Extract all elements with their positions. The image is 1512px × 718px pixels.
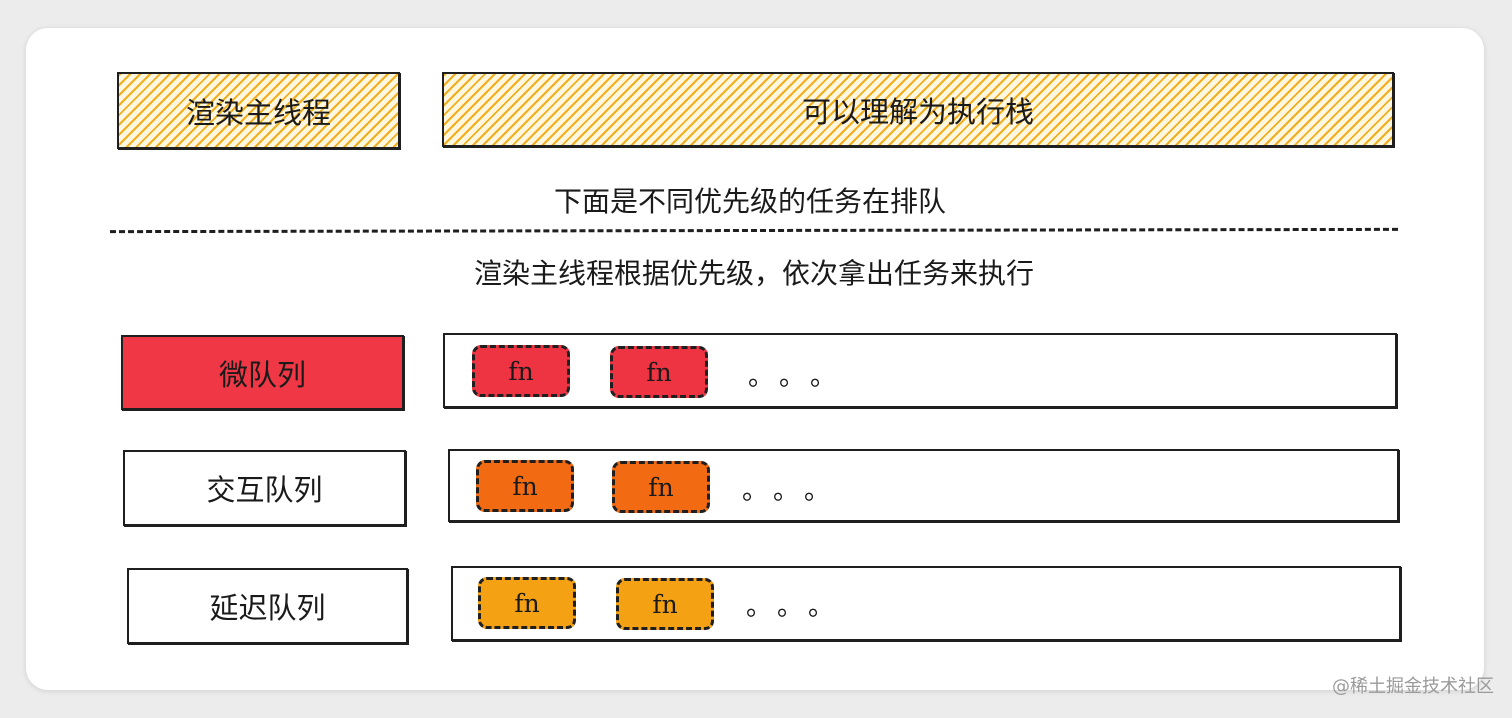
execution-caption: 渲染主线程根据优先级，依次拿出任务来执行: [473, 257, 1034, 290]
task-label: fn: [648, 472, 674, 502]
queue-caption: 下面是不同优先级的任务在排队: [553, 185, 946, 218]
micro-queue-label-box: 微队列: [121, 335, 404, 410]
render-main-thread-label: 渲染主线程: [185, 95, 331, 130]
task-label: fn: [508, 356, 534, 386]
execution-stack-box: 可以理解为执行栈: [442, 72, 1394, 147]
micro-queue-more: 。。。: [748, 362, 855, 392]
delay-queue-lane: [451, 566, 1401, 641]
delay-queue-label: 延迟队列: [209, 591, 326, 625]
delay-queue-task-1: fn: [478, 577, 576, 629]
interaction-queue-more: 。。。: [742, 476, 849, 506]
task-label: fn: [652, 589, 678, 619]
render-main-thread-box: 渲染主线程: [117, 72, 400, 149]
interaction-queue-label-box: 交互队列: [123, 450, 406, 526]
delay-queue-label-box: 延迟队列: [127, 568, 408, 644]
delay-queue-more: 。。。: [746, 592, 853, 622]
interaction-queue-lane: [448, 449, 1399, 522]
delay-queue-task-2: fn: [616, 578, 714, 630]
watermark: @稀土掘金技术社区: [1332, 676, 1494, 697]
interaction-queue-task-1: fn: [476, 460, 574, 512]
task-label: fn: [514, 588, 540, 618]
micro-queue-label: 微队列: [218, 357, 306, 392]
micro-queue-task-1: fn: [472, 345, 570, 397]
interaction-queue-label: 交互队列: [206, 473, 323, 507]
micro-queue-lane: [443, 333, 1397, 408]
task-label: fn: [646, 357, 672, 387]
task-label: fn: [512, 471, 538, 501]
micro-queue-task-2: fn: [610, 346, 708, 398]
execution-stack-label: 可以理解为执行栈: [801, 94, 1034, 129]
interaction-queue-task-2: fn: [612, 461, 710, 513]
